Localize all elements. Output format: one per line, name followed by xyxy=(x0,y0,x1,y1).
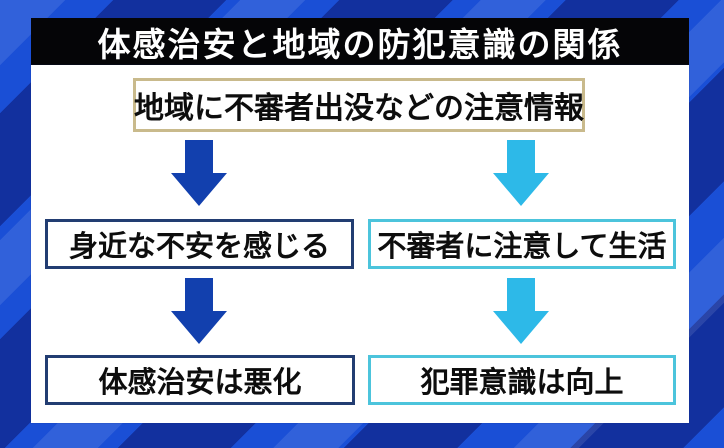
down-arrow-icon xyxy=(171,278,227,344)
right-flow-step-1-label: 不審者に注意して生活 xyxy=(377,231,667,263)
right-flow-step-2-box: 犯罪意識は向上 xyxy=(368,355,676,405)
left-flow-step-1-box: 身近な不安を感じる xyxy=(45,219,354,269)
page-title: 体感治安と地域の防犯意識の関係 xyxy=(97,25,623,63)
down-arrow-icon xyxy=(493,140,549,206)
left-flow-step-1-label: 身近な不安を感じる xyxy=(68,231,330,263)
source-info-box: 地域に不審者出没などの注意情報 xyxy=(133,78,585,132)
down-arrow-icon xyxy=(171,140,227,206)
left-flow-step-2-label: 体感治安は悪化 xyxy=(98,367,302,399)
left-flow-step-2-box: 体感治安は悪化 xyxy=(45,355,355,405)
right-flow-step-2-label: 犯罪意識は向上 xyxy=(420,367,624,399)
right-flow-step-1-box: 不審者に注意して生活 xyxy=(368,219,676,269)
down-arrow-icon xyxy=(493,278,549,344)
title-bar: 体感治安と地域の防犯意識の関係 xyxy=(31,18,689,65)
source-info-label: 地域に不審者出没などの注意情報 xyxy=(134,92,584,125)
